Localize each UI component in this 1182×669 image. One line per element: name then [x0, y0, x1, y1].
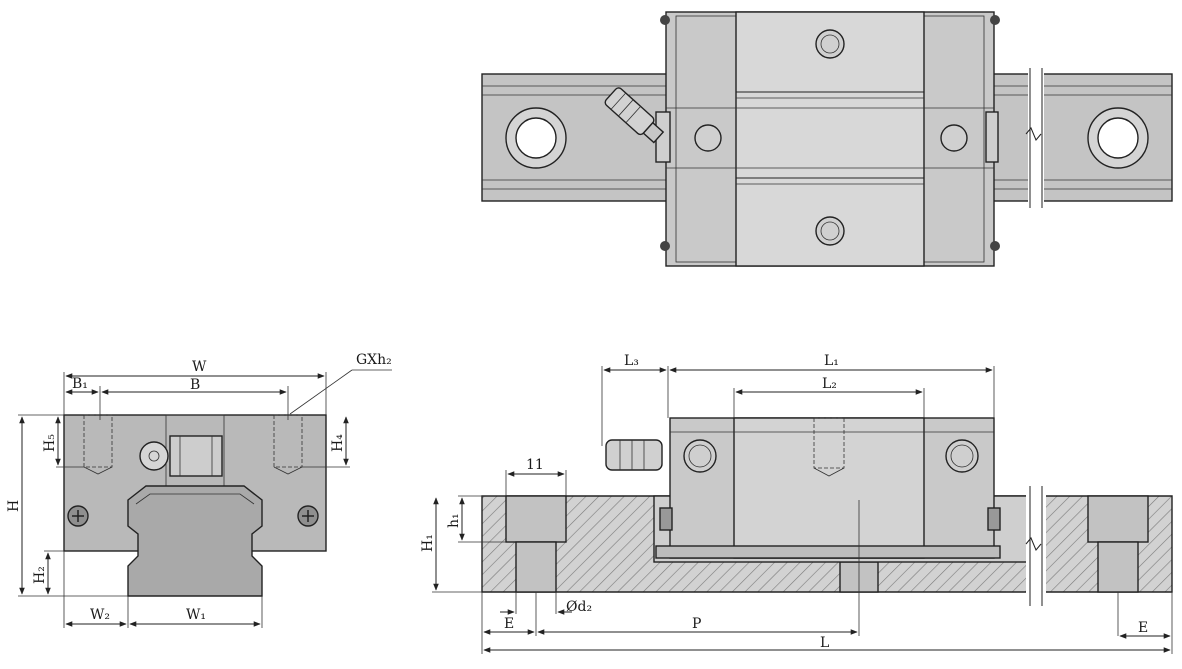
- side-section-view: [481, 417, 1173, 606]
- rail-profile: [127, 485, 263, 597]
- label-GXh2: GXh₂: [356, 352, 392, 368]
- label-P: P: [692, 616, 701, 632]
- label-H: H: [6, 500, 22, 512]
- label-L3: L₃: [624, 353, 639, 369]
- label-W1: W₁: [186, 607, 206, 623]
- end-view: [63, 414, 327, 597]
- label-W2: W₂: [90, 607, 110, 623]
- label-H5: H₅: [42, 434, 58, 452]
- grease-nipple-side: [605, 439, 663, 471]
- tapped-hole-left: [83, 414, 113, 468]
- label-11: 11: [526, 457, 544, 473]
- label-B1: B₁: [72, 376, 88, 392]
- label-L2: L₂: [822, 376, 837, 392]
- mount-hole-top: [815, 29, 845, 59]
- top-view: [481, 11, 1173, 267]
- dimension-labels: W B₁ B GXh₂ H₅ H₄ H H₂ W₂ W₁ L₃ L₁ L₂ 11…: [6, 352, 1148, 651]
- block-top: [655, 11, 1000, 267]
- label-d2: Ød₂: [566, 599, 592, 615]
- label-E-left: E: [504, 616, 514, 632]
- grease-nipple-end: [139, 435, 223, 477]
- label-H1: H₁: [420, 534, 436, 552]
- label-W: W: [192, 359, 207, 375]
- mount-hole-bottom: [815, 216, 845, 246]
- label-H4: H₄: [330, 434, 346, 452]
- label-h1: h₁: [446, 513, 462, 528]
- label-L1: L₁: [824, 353, 839, 369]
- label-L: L: [820, 635, 829, 651]
- label-B: B: [190, 377, 200, 393]
- label-E-right: E: [1138, 620, 1148, 636]
- block-side: [655, 417, 1001, 559]
- grease-nipple-top: [604, 87, 665, 144]
- label-H2: H₂: [32, 566, 48, 584]
- dimension-lines: [18, 366, 1173, 654]
